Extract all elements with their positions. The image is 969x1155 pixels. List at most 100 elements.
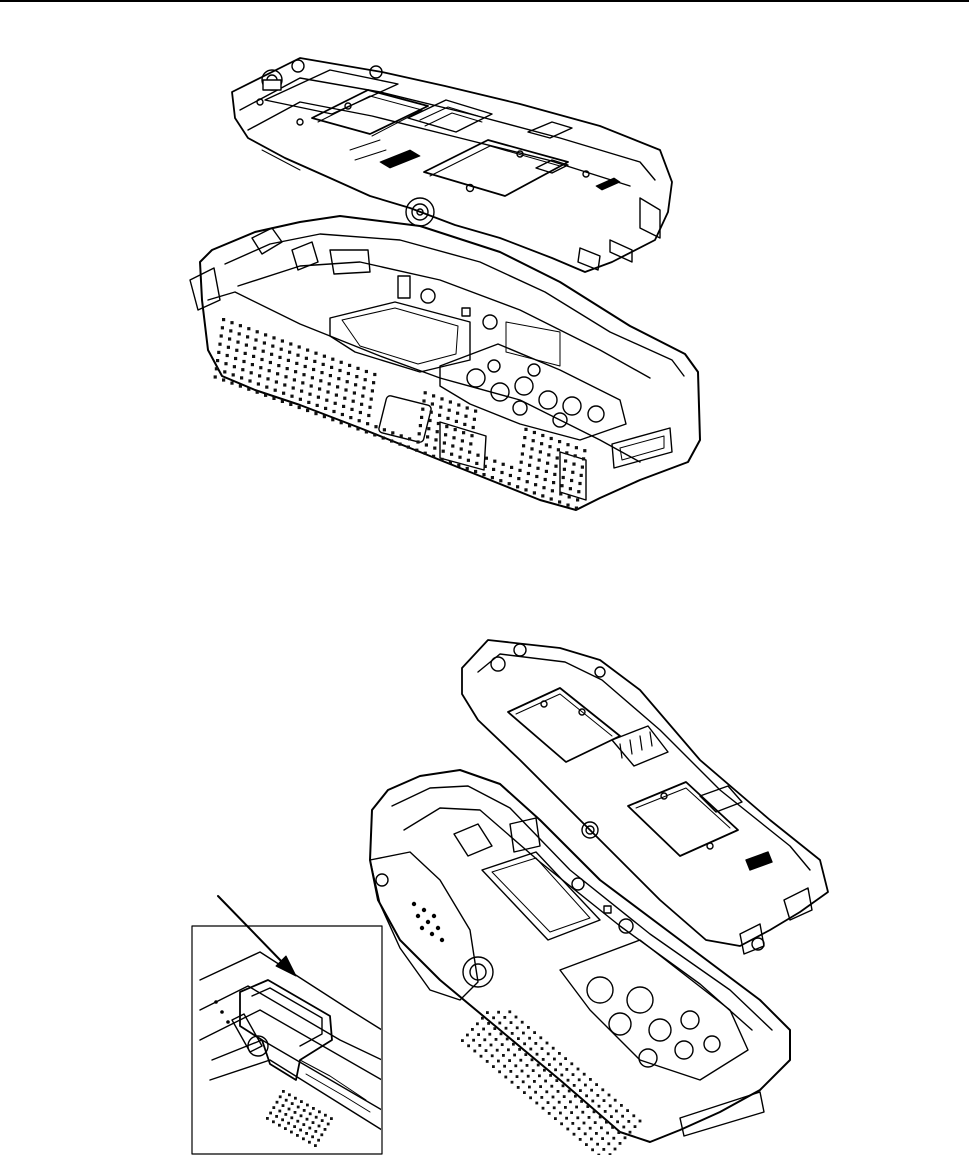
vent-hole (579, 1089, 582, 1092)
vent-hole (620, 1104, 623, 1107)
vent-hole (596, 1094, 599, 1097)
vent-hole (555, 1079, 558, 1082)
vent-hole (563, 1095, 566, 1098)
vent-hole (591, 1100, 594, 1103)
vent-hole (483, 1038, 486, 1041)
vent-hole (578, 1127, 581, 1130)
vent-hole (590, 1089, 593, 1092)
vent-hole (575, 1106, 578, 1109)
vent-hole (498, 1022, 501, 1025)
vent-hole (542, 1107, 545, 1110)
vent-hole (564, 1057, 567, 1060)
vent-hole (300, 1100, 303, 1103)
vent-hole (278, 1110, 281, 1113)
vent-hole (282, 1090, 285, 1093)
vent-hole (278, 1124, 281, 1127)
vent-hole (589, 1127, 592, 1130)
vent-hole (534, 1042, 537, 1045)
vent-hole (585, 1143, 588, 1146)
vent-hole (554, 1117, 557, 1120)
vent-hole (303, 1109, 306, 1112)
vent-hole (607, 1142, 610, 1145)
vent-hole (490, 1044, 493, 1047)
vent-hole (572, 1073, 575, 1076)
vent-hole (539, 1085, 542, 1088)
vent-hole (293, 1125, 296, 1128)
vent-hole (584, 1132, 587, 1135)
shield-can-2 (628, 782, 738, 856)
vent-hole (627, 1120, 630, 1123)
vent-hole (314, 1130, 317, 1133)
vent-hole (567, 1079, 570, 1082)
shield-can-1 (508, 688, 620, 762)
vent-hole (531, 1058, 534, 1061)
vent-hole (585, 1094, 588, 1097)
vent-hole (560, 1122, 563, 1125)
vent-hole (577, 1068, 580, 1071)
vent-hole (315, 1116, 318, 1119)
vent-hole (272, 1106, 275, 1109)
vent-hole (603, 1099, 606, 1102)
vent-hole (590, 1138, 593, 1141)
vent-hole (558, 1101, 561, 1104)
vent-hole (300, 1114, 303, 1117)
vent-hole (282, 1104, 285, 1107)
vent-hole (272, 1120, 275, 1123)
vent-hole (559, 1112, 562, 1115)
vent-hole (514, 1064, 517, 1067)
mic-holes (412, 902, 444, 942)
vent-hole (523, 1091, 526, 1094)
vent-hole (284, 1113, 287, 1116)
vent-hole (522, 1032, 525, 1035)
vent-hole (492, 1065, 495, 1068)
vent-hole (573, 1133, 576, 1136)
vent-hole (275, 1115, 278, 1118)
vent-hole (533, 1080, 536, 1083)
vent-hole (624, 1136, 627, 1139)
vent-hole (276, 1101, 279, 1104)
vent-hole (608, 1094, 611, 1097)
vent-hole (515, 1016, 518, 1019)
vent-hole (487, 1022, 490, 1025)
vent-hole (602, 1148, 605, 1151)
vent-hole (594, 1121, 597, 1124)
vent-hole (574, 1095, 577, 1098)
vent-hole (536, 1053, 539, 1056)
vent-hole (552, 1047, 555, 1050)
vent-hole (517, 1037, 520, 1040)
vent-hole (299, 1129, 302, 1132)
vent-hole (287, 1122, 290, 1125)
vent-hole (544, 1080, 547, 1083)
vent-hole (500, 1032, 503, 1035)
vent-hole (529, 1048, 532, 1051)
vent-hole (596, 1143, 599, 1146)
vent-hole (609, 1104, 612, 1107)
vent-hole (308, 1141, 311, 1144)
vent-hole (616, 1120, 619, 1123)
vent-hole (591, 1148, 594, 1151)
vent-hole (517, 1086, 520, 1089)
vent-hole (507, 1048, 510, 1051)
vent-hole (595, 1132, 598, 1135)
vent-hole (601, 1137, 604, 1140)
vent-hole (622, 1126, 625, 1129)
vent-hole (610, 1115, 613, 1118)
vent-hole (305, 1132, 308, 1135)
vent-hole (605, 1121, 608, 1124)
vent-hole (290, 1116, 293, 1119)
vent-hole (546, 1042, 549, 1045)
vent-hole (571, 1122, 574, 1125)
vent-hole (632, 1114, 635, 1117)
vent-hole (570, 1111, 573, 1114)
vent-hole (604, 1110, 607, 1113)
vent-hole (472, 1039, 475, 1042)
vent-hole (547, 1101, 550, 1104)
vent-hole (309, 1112, 312, 1115)
vent-hole (529, 1096, 532, 1099)
vent-hole (570, 1062, 573, 1065)
vent-hole (541, 1047, 544, 1050)
vent-hole (508, 1010, 511, 1013)
vent-hole (614, 1148, 617, 1151)
vent-hole (491, 1054, 494, 1057)
vent-hole (535, 1102, 538, 1105)
